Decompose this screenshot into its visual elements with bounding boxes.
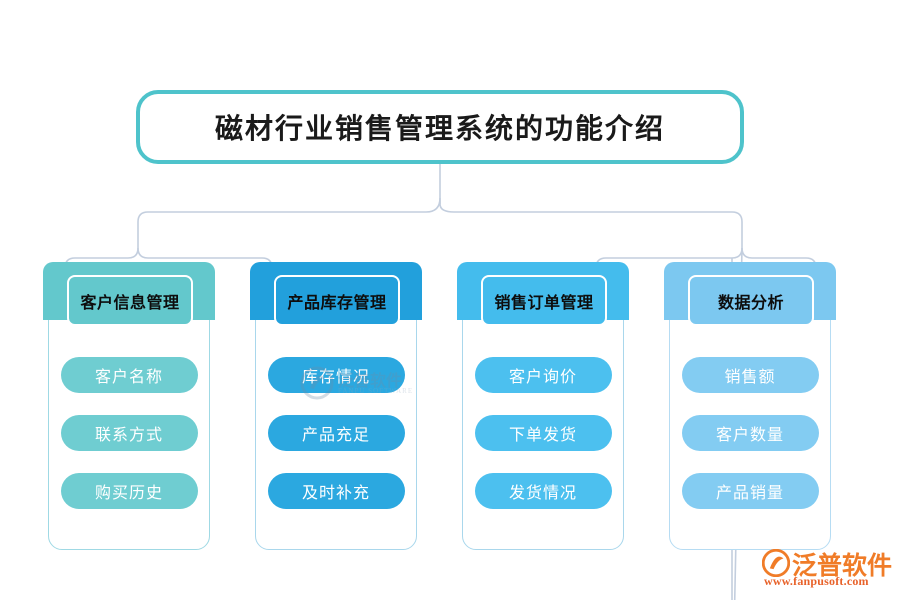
column-header-box[interactable]: 数据分析 (688, 275, 814, 326)
column-item-list: 客户名称 联系方式 购买历史 (43, 357, 215, 531)
list-item[interactable]: 库存情况 (267, 357, 405, 393)
column-product-inventory: 产品库存管理 库存情况 产品充足 及时补充 (250, 262, 422, 550)
list-item[interactable]: 购买历史 (60, 473, 198, 509)
list-item-label: 产品充足 (301, 427, 370, 444)
list-item-label: 购买历史 (94, 485, 163, 502)
list-item-label: 库存情况 (301, 369, 370, 386)
column-data-analysis: 数据分析 销售额 客户数量 产品销量 (664, 262, 836, 550)
brand-logo: 泛普软件 www.fanpusoft.com (762, 548, 894, 592)
list-item[interactable]: 发货情况 (474, 473, 612, 509)
column-customer-info: 客户信息管理 客户名称 联系方式 购买历史 (43, 262, 215, 550)
column-header-label: 产品库存管理 (287, 294, 387, 312)
column-sales-order: 销售订单管理 客户询价 下单发货 发货情况 (457, 262, 629, 550)
list-item[interactable]: 产品充足 (267, 415, 405, 451)
list-item[interactable]: 客户名称 (60, 357, 198, 393)
column-item-list: 库存情况 产品充足 及时补充 (250, 357, 422, 531)
column-header-box[interactable]: 销售订单管理 (481, 275, 607, 326)
fanpu-logo-icon (762, 549, 790, 577)
column-header-label: 客户信息管理 (80, 294, 180, 312)
column-item-list: 客户询价 下单发货 发货情况 (457, 357, 629, 531)
column-header-label: 数据分析 (717, 294, 784, 312)
logo-url: www.fanpusoft.com (764, 574, 869, 588)
list-item-label: 联系方式 (94, 427, 163, 444)
list-item[interactable]: 客户数量 (681, 415, 819, 451)
column-item-list: 销售额 客户数量 产品销量 (664, 357, 836, 531)
list-item-label: 销售额 (724, 369, 776, 386)
list-item[interactable]: 销售额 (681, 357, 819, 393)
diagram-title-box: 磁材行业销售管理系统的功能介绍 (136, 90, 744, 164)
list-item[interactable]: 客户询价 (474, 357, 612, 393)
list-item-label: 发货情况 (508, 485, 577, 502)
list-item-label: 下单发货 (508, 427, 577, 444)
list-item[interactable]: 产品销量 (681, 473, 819, 509)
list-item[interactable]: 下单发货 (474, 415, 612, 451)
list-item[interactable]: 及时补充 (267, 473, 405, 509)
column-header-box[interactable]: 产品库存管理 (274, 275, 400, 326)
list-item-label: 及时补充 (301, 485, 370, 502)
list-item-label: 客户名称 (94, 369, 163, 386)
list-item-label: 客户数量 (715, 427, 784, 444)
list-item-label: 产品销量 (715, 485, 784, 502)
logo-wordmark: 泛普软件 (792, 553, 893, 580)
column-header-box[interactable]: 客户信息管理 (67, 275, 193, 326)
column-header-label: 销售订单管理 (494, 294, 594, 312)
page-title: 磁材行业销售管理系统的功能介绍 (214, 114, 665, 145)
list-item-label: 客户询价 (508, 369, 577, 386)
list-item[interactable]: 联系方式 (60, 415, 198, 451)
